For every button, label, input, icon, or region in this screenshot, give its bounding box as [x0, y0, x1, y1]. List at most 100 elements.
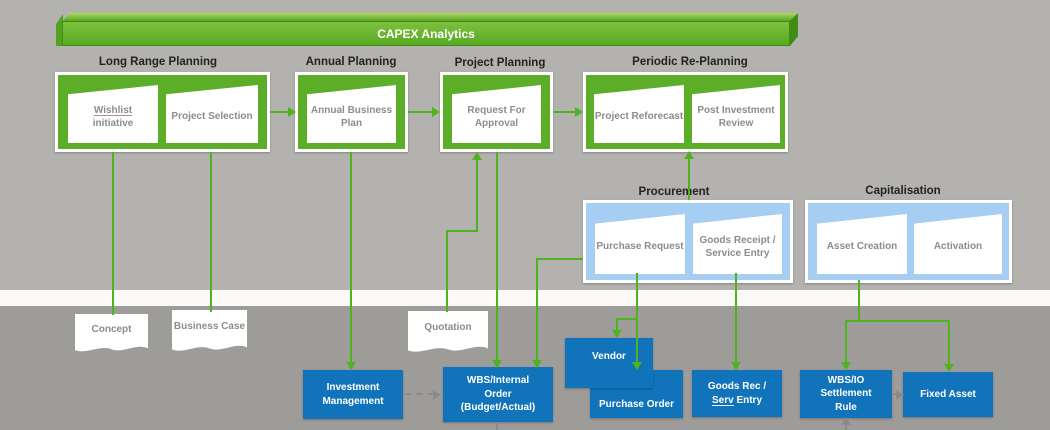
connector-asset-creation-to-settlement-arrow [841, 362, 851, 370]
section-title-capitalisation: Capitalisation [865, 185, 941, 197]
connector-procurement-to-periodic-arrow [684, 151, 694, 159]
doc-business-case: Business Case [172, 310, 247, 358]
connector-procurement-to-periodic [688, 159, 690, 200]
purchase-request-label: Purchase Request [596, 241, 684, 252]
connector-settlement-to-fixed-asset-arrow [896, 390, 904, 400]
section-title-annual-planning: Annual Planning [305, 56, 397, 68]
connector-up-into-settlement-arrow [841, 417, 851, 425]
initiative-label: initiative [92, 117, 134, 129]
group-project-planning: Request For Approval [440, 72, 553, 152]
connector-quotation-to-rfa [446, 231, 448, 312]
pennant-project-reforecast: Project Reforecast [594, 85, 684, 143]
wishlist-label: Wishlist [93, 104, 133, 116]
investment-management-label: Investment Management [322, 382, 384, 407]
serv-label: Serv [711, 394, 734, 406]
connector-rfa-to-wbs-arrow [492, 360, 502, 368]
box-investment-management: Investment Management [303, 370, 403, 419]
connector-purchase-request-to-vendor [617, 318, 638, 320]
vendor-label: Vendor [592, 351, 626, 362]
connector-up-into-settlement [845, 425, 847, 430]
annual-business-plan-label: Annual Business Plan [310, 104, 393, 129]
entry-label: Entry [736, 394, 762, 406]
banner-3d-top-face [62, 13, 798, 22]
connector-rfa-to-wbs [496, 152, 498, 361]
business-case-label: Business Case [173, 321, 246, 333]
group-capitalisation: Asset Creation Activation [805, 200, 1012, 283]
connector-wishlist-to-concept [112, 152, 114, 315]
fixed-asset-label: Fixed Asset [920, 388, 976, 400]
asset-creation-label: Asset Creation [826, 241, 898, 252]
pennant-asset-creation: Asset Creation [817, 214, 907, 274]
goods-receipt-service-entry-label: Goods Receipt / Service Entry [699, 234, 776, 259]
wbsio-line3: Rule [835, 401, 857, 413]
box-goods-rec-serv-entry: Goods Rec / Serv Entry [692, 370, 782, 417]
connector-asset-creation-split [845, 320, 949, 322]
connector-invmgmt-to-wbs-dashed [405, 393, 434, 395]
connector-project-to-periodic [553, 111, 576, 113]
connector-asset-creation-split [858, 280, 860, 322]
wbsio-line1: WBS/IO [827, 374, 865, 386]
pennant-request-for-approval: Request For Approval [452, 85, 541, 143]
connector-invmgmt-to-wbs-arrow [433, 390, 441, 400]
connector-asset-creation-to-fixed-asset [948, 320, 950, 365]
doc-concept: Concept [75, 314, 148, 358]
pennant-post-investment-review: Post Investment Review [692, 85, 780, 143]
wbsio-line2: Settlement [820, 388, 872, 400]
white-divider-band [0, 290, 1050, 306]
quotation-label: Quotation [424, 322, 472, 334]
wbs-line2: Order [484, 388, 512, 400]
section-title-periodic-replanning: Periodic Re-Planning [632, 56, 748, 68]
goods-rec-line1: Goods Rec / [707, 381, 767, 392]
connector-quotation-to-rfa [476, 160, 478, 231]
banner-3d-right-face [790, 13, 798, 46]
banner-3d-left-face [56, 14, 63, 46]
connector-settlement-to-fixed-asset-dashed [893, 393, 897, 395]
connector-purchase-request-to-vendor-arrow [612, 330, 622, 338]
connector-asset-creation-to-settlement [845, 320, 847, 363]
project-reforecast-label: Project Reforecast [594, 111, 684, 122]
capex-analytics-banner: CAPEX Analytics [62, 21, 790, 46]
request-for-approval-label: Request For Approval [467, 104, 526, 129]
wbs-line1: WBS/Internal [466, 375, 530, 387]
pennant-project-selection: Project Selection [166, 85, 258, 143]
document-shape-icon [408, 311, 488, 352]
project-selection-label: Project Selection [171, 111, 253, 122]
connector-procurement-to-wbs [537, 258, 583, 260]
group-annual-planning: Annual Business Plan [295, 72, 408, 152]
connector-lrp-to-annual [270, 111, 289, 113]
section-title-long-range-planning: Long Range Planning [98, 56, 218, 68]
concept-label: Concept [91, 323, 132, 335]
box-fixed-asset: Fixed Asset [903, 372, 993, 417]
document-shape-icon [75, 314, 148, 352]
section-title-project-planning: Project Planning [454, 57, 546, 69]
connector-goods-receipt-to-goods-rec-arrow [731, 362, 741, 370]
connector-abp-to-investment-mgmt-arrow [346, 362, 356, 370]
connector-procurement-to-wbs [536, 258, 538, 361]
purchase-order-label: Purchase Order [598, 398, 675, 410]
pennant-purchase-request: Purchase Request [595, 214, 685, 274]
connector-annual-to-project [408, 111, 433, 113]
group-procurement: Purchase Request Goods Receipt / Service… [583, 200, 793, 283]
pennant-annual-business-plan: Annual Business Plan [307, 85, 396, 143]
section-title-procurement: Procurement [638, 186, 710, 198]
connector-selection-to-business-case [210, 152, 212, 312]
connector-abp-to-investment-mgmt [350, 152, 352, 362]
banner-title: CAPEX Analytics [377, 26, 475, 41]
group-periodic-replanning: Project Reforecast Post Investment Revie… [583, 72, 788, 152]
connector-asset-creation-to-fixed-asset-arrow [944, 364, 954, 372]
document-shape-icon [172, 310, 247, 351]
connector-goods-receipt-to-goods-rec [735, 273, 737, 363]
connector-procurement-to-wbs-arrow [532, 360, 542, 368]
connector-wbs-down-dashed [496, 422, 498, 430]
connector-quotation-to-rfa-arrow [472, 152, 482, 160]
doc-quotation: Quotation [408, 311, 488, 359]
post-investment-review-label: Post Investment Review [697, 104, 775, 129]
connector-lrp-to-annual-arrow [288, 107, 296, 117]
wbs-line3: (Budget/Actual) [460, 402, 536, 414]
connector-purchase-request-to-po-arrow [632, 362, 642, 370]
